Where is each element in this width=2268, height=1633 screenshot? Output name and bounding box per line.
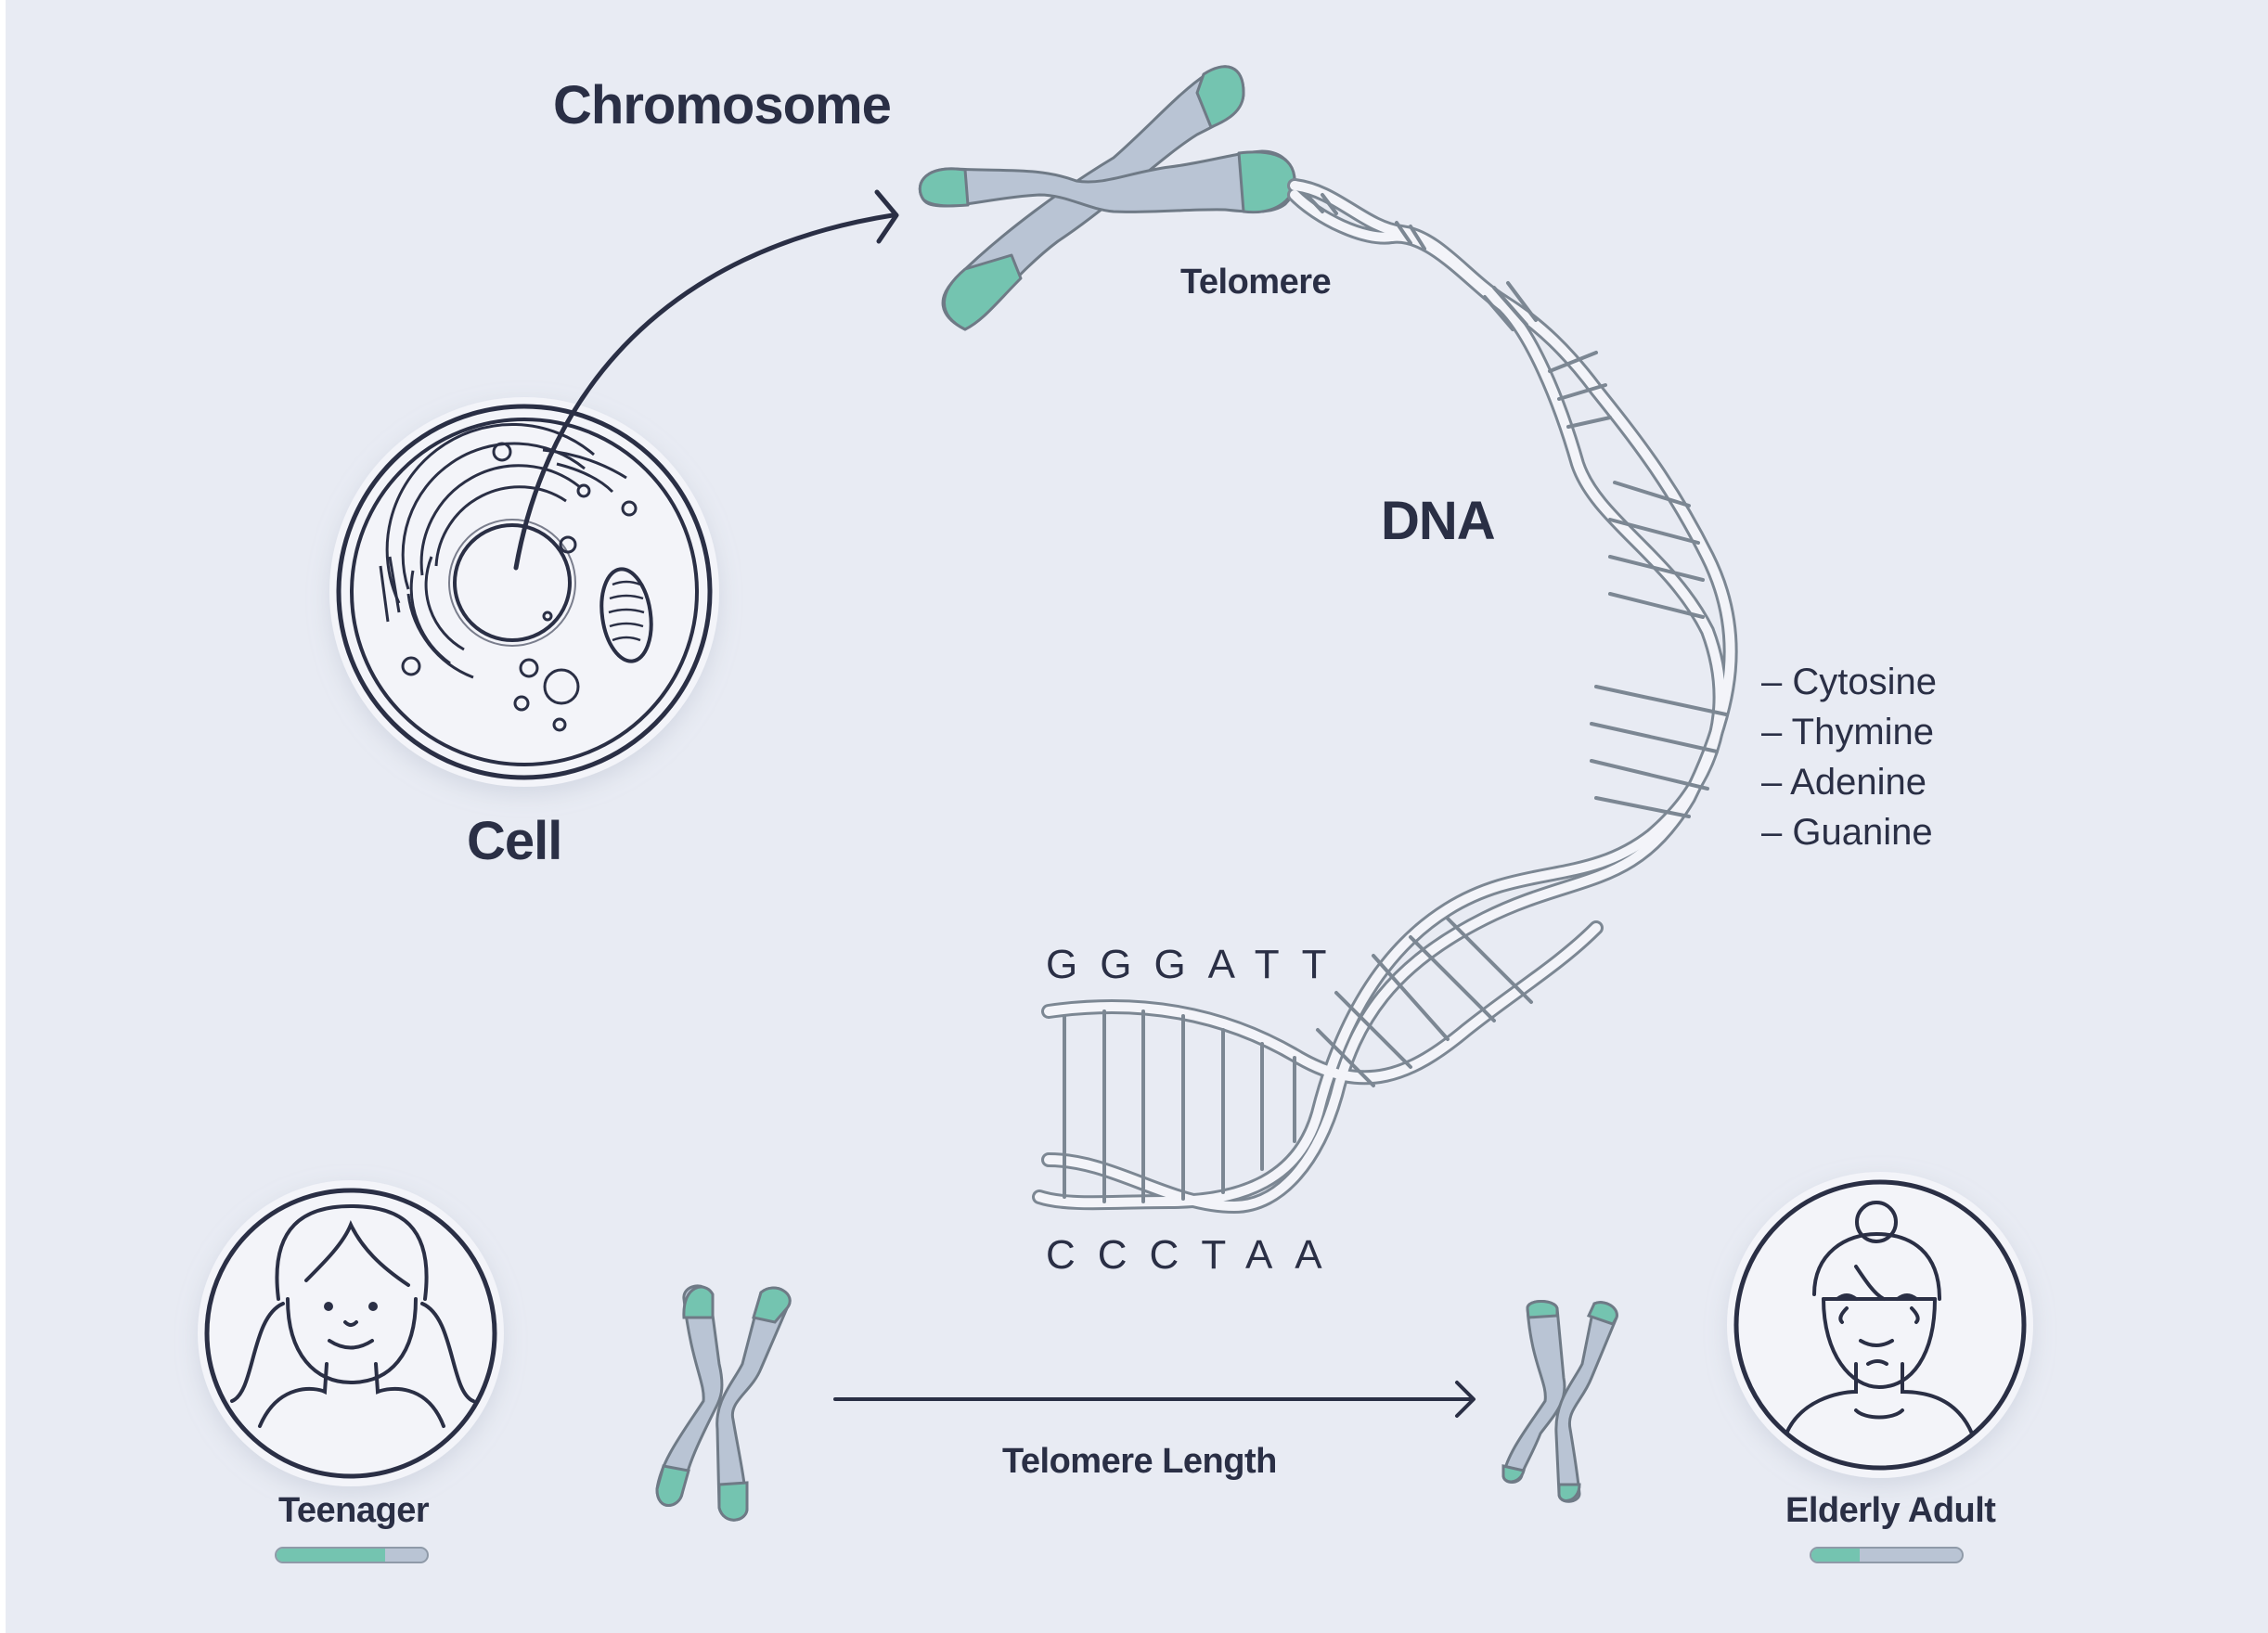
nucleus [453,523,572,642]
telomere-cap [1195,65,1245,129]
mitochondrion-cristae [608,580,645,642]
dna-helix [1032,178,1738,1215]
nitrogenous-bases-list: – Cytosine – Thymine – Adenine – Guanine [1761,657,1937,857]
base-pairs [1307,193,1728,1087]
elderly-face-icon [1785,1201,1974,1435]
mitochondrion [599,567,653,663]
vesicles [401,442,638,732]
cell-illustration [329,397,719,787]
base-item-guanine: – Guanine [1761,812,1933,853]
dna-label: DNA [1381,491,1496,551]
sequence-top: GGGATT [1046,942,1349,987]
elderly-telomere-bar-fill [1811,1549,1860,1562]
arrowhead-icon [874,189,899,244]
teenager-telomere-bar [275,1547,429,1563]
teenager-portrait [198,1180,504,1486]
elderly-portrait [1727,1172,2033,1478]
endoplasmic-reticulum [379,423,627,679]
telomere-cap [918,167,970,208]
ladder-rungs [1063,1009,1296,1203]
arrowhead-icon [1455,1381,1475,1418]
elderly-adult-label: Elderly Adult [1785,1491,1996,1530]
chromosome-short-telomeres [1501,1300,1618,1503]
teenager-label: Teenager [278,1491,430,1530]
base-item-thymine: – Thymine [1761,712,1935,752]
cell-membrane-inner [350,418,699,766]
chromosome-large [918,65,1296,331]
telomere-length-arrow [833,1381,1475,1418]
base-item-cytosine: – Cytosine [1761,662,1937,702]
sequence-bottom: CCCTAA [1046,1232,1345,1278]
cell-label: Cell [467,811,562,871]
teenager-face-icon [230,1203,475,1428]
teenager-telomere-bar-fill [277,1549,385,1562]
base-item-adenine: – Adenine [1761,762,1927,803]
telomere-label: Telomere [1180,263,1332,302]
elderly-telomere-bar [1810,1547,1964,1563]
telomere-cap [943,253,1023,331]
cell-halo [329,397,719,787]
chromosome-label: Chromosome [553,75,892,135]
nuclear-envelope [448,519,576,647]
telomere-length-label: Telomere Length [1002,1442,1277,1481]
cell-membrane-outer [336,404,713,780]
cell-to-chromosome-arrow [513,189,899,571]
chromosome-long-telomeres [655,1284,792,1522]
